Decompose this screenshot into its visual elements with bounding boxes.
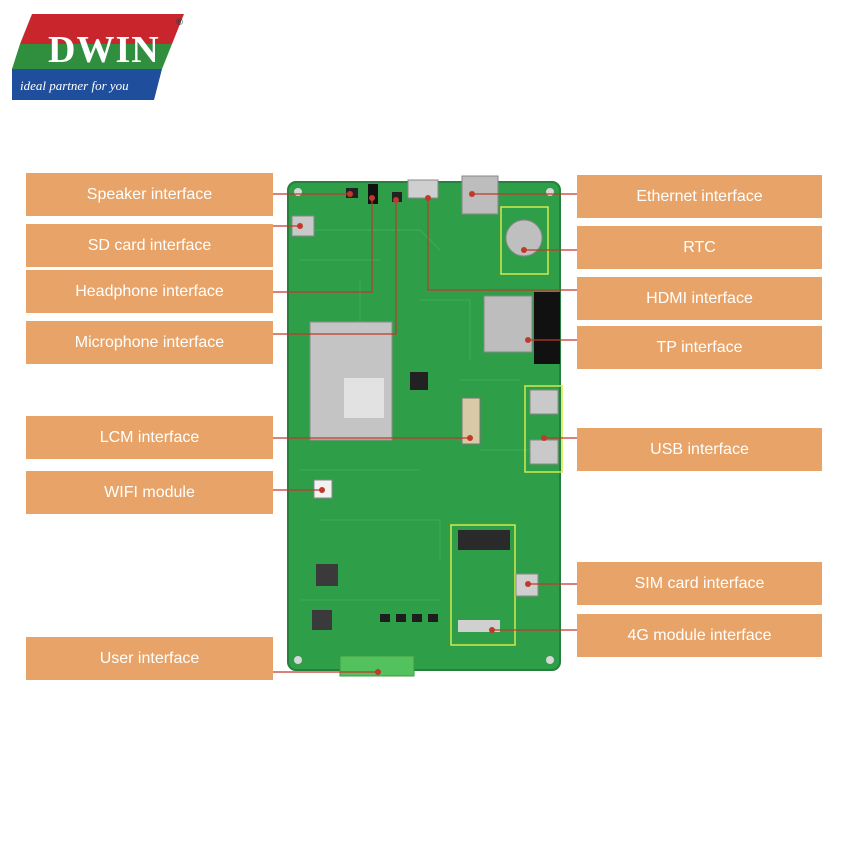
logo-brand: DWIN <box>48 29 160 71</box>
label-rtc: RTC <box>577 226 822 269</box>
logo-registered-mark: ® <box>175 18 184 28</box>
label-text: SIM card interface <box>634 574 765 592</box>
label-text: SD card interface <box>87 236 212 254</box>
label-text: HDMI interface <box>646 289 753 307</box>
logo-tagline: ideal partner for you <box>20 78 129 93</box>
label-text: Ethernet interface <box>636 187 763 205</box>
label-text: 4G module interface <box>627 626 772 644</box>
label-tp-interface: TP interface <box>577 326 822 369</box>
label-text: WIFI module <box>104 483 195 501</box>
label-4g-module-interface: 4G module interface <box>577 614 822 657</box>
label-text: User interface <box>99 649 200 667</box>
label-sim-card-interface: SIM card interface <box>577 562 822 605</box>
label-lcm-interface: LCM interface <box>26 416 273 459</box>
label-hdmi-interface: HDMI interface <box>577 277 822 320</box>
label-text: TP interface <box>656 338 743 356</box>
label-text: Headphone interface <box>75 282 224 300</box>
label-text: LCM interface <box>99 428 200 446</box>
label-wifi-module: WIFI module <box>26 471 273 514</box>
label-headphone-interface: Headphone interface <box>26 270 273 313</box>
label-microphone-interface: Microphone interface <box>26 321 273 364</box>
label-text: Speaker interface <box>86 185 213 203</box>
label-speaker-interface: Speaker interface <box>26 173 273 216</box>
label-sd-card-interface: SD card interface <box>26 224 273 267</box>
label-text: Microphone interface <box>74 333 225 351</box>
dwin-logo: DWIN ® ideal partner for you <box>12 14 184 100</box>
label-ethernet-interface: Ethernet interface <box>577 175 822 218</box>
label-text: RTC <box>683 238 716 256</box>
label-usb-interface: USB interface <box>577 428 822 471</box>
label-text: USB interface <box>650 440 749 458</box>
label-user-interface: User interface <box>26 637 273 680</box>
